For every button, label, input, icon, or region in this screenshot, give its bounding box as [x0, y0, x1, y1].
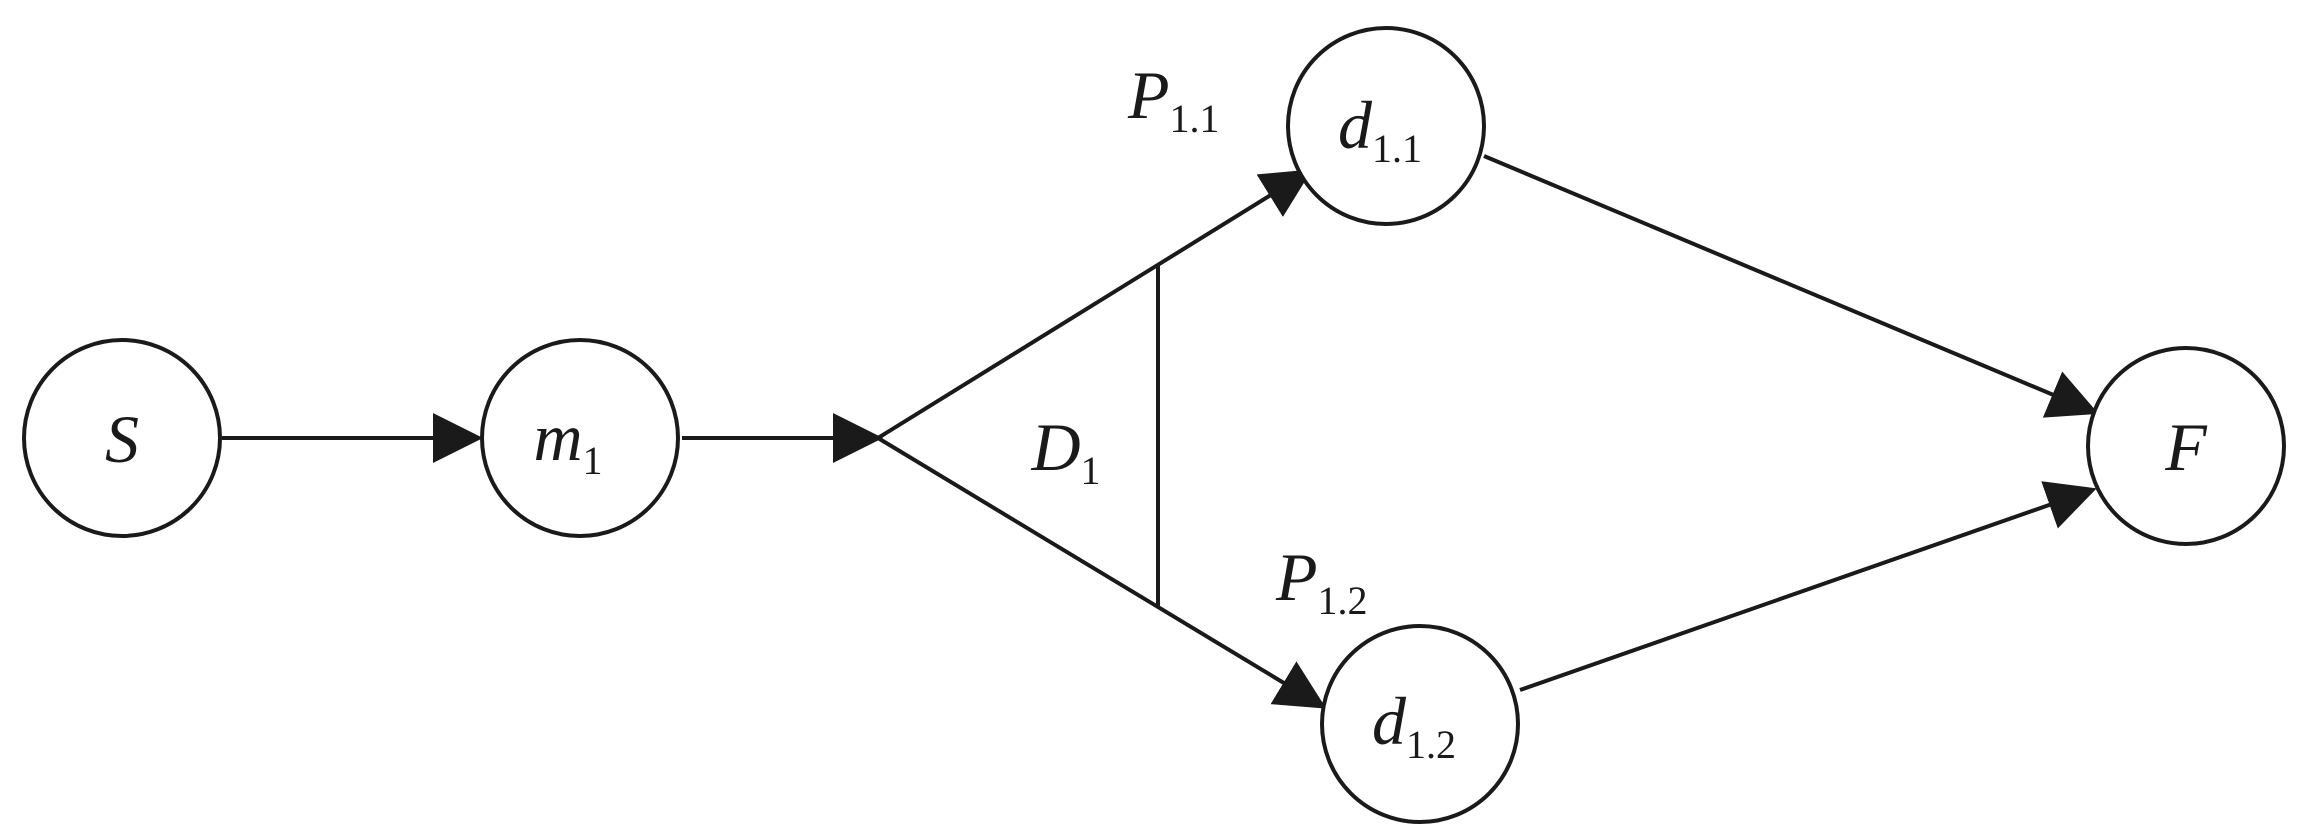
svg-text:m1: m1	[533, 399, 602, 483]
svg-text:F: F	[2164, 409, 2208, 485]
branch-label-p12: P1.2	[1275, 539, 1368, 623]
edge-d1-to-d11	[876, 169, 1313, 440]
node-d11: d1.1	[1286, 26, 1486, 226]
svg-text:d1.1: d1.1	[1338, 87, 1422, 171]
node-d11-label: d	[1338, 87, 1373, 163]
node-m1: m1	[480, 338, 680, 538]
node-d11-sub: 1.1	[1372, 126, 1422, 171]
branch-label-p11-sub: 1.1	[1170, 96, 1220, 141]
edge-d12-to-f	[1519, 481, 2097, 692]
node-f: F	[2086, 346, 2286, 546]
node-d12: d1.2	[1320, 624, 1520, 824]
node-m1-label: m	[533, 399, 582, 475]
branch-label-p11: P1.1	[1127, 57, 1220, 141]
decision-label-main: D	[1030, 409, 1080, 485]
node-d12-sub: 1.2	[1406, 722, 1456, 767]
branch-label-p12-sub: 1.2	[1318, 578, 1368, 623]
branch-label-p11-main: P	[1127, 57, 1170, 133]
edge-d11-to-f	[1483, 154, 2099, 418]
decision-label: D1	[1030, 409, 1100, 493]
edge-d1-to-d12	[876, 436, 1327, 709]
node-s-label: S	[105, 401, 139, 477]
svg-text:S: S	[105, 401, 139, 477]
node-f-label: F	[2164, 409, 2208, 485]
svg-text:d1.2: d1.2	[1372, 683, 1456, 767]
node-d12-label: d	[1372, 683, 1407, 759]
node-s: S	[22, 338, 222, 538]
branch-label-p12-main: P	[1275, 539, 1318, 615]
decision-label-sub: 1	[1081, 448, 1101, 493]
node-m1-sub: 1	[583, 438, 603, 483]
